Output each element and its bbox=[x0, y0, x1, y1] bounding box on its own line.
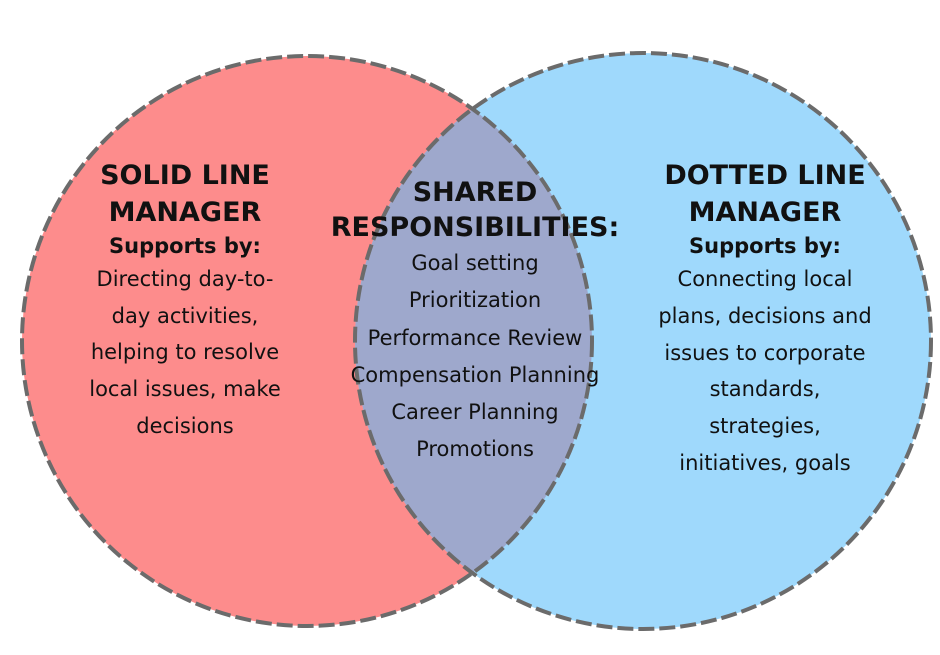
solid-line-text: decisions bbox=[136, 413, 234, 438]
dotted-line-text: standards, bbox=[709, 377, 821, 402]
overlap-region bbox=[355, 56, 592, 626]
shared-title-2: RESPONSIBILITIES: bbox=[330, 212, 620, 243]
solid-line-text: helping to resolve bbox=[90, 340, 280, 365]
solid-line-text: Directing day-to- bbox=[96, 267, 274, 291]
dotted-line-title-1: DOTTED LINE bbox=[664, 160, 866, 191]
dotted-line-supports-label: Supports by: bbox=[689, 234, 841, 258]
shared-item: Career Planning bbox=[391, 400, 559, 425]
dotted-line-text: issues to corporate bbox=[664, 340, 866, 365]
right-circle-outline bbox=[353, 51, 933, 631]
shared-responsibilities-block: SHARED RESPONSIBILITIES: Goal setting Pr… bbox=[310, 175, 640, 469]
dotted-line-title-2: MANAGER bbox=[688, 197, 842, 228]
shared-title-1: SHARED bbox=[412, 177, 538, 208]
shared-item: Compensation Planning bbox=[350, 362, 600, 387]
solid-line-text: local issues, make bbox=[89, 377, 281, 402]
shared-item: Promotions bbox=[416, 437, 534, 462]
dotted-line-text: Connecting local bbox=[677, 267, 853, 291]
shared-item: Prioritization bbox=[408, 288, 542, 313]
dotted-line-text: plans, decisions and bbox=[658, 303, 872, 328]
shared-item: Performance Review bbox=[367, 325, 583, 350]
solid-line-supports-label: Supports by: bbox=[109, 234, 261, 258]
solid-line-title-1: SOLID LINE bbox=[100, 160, 270, 191]
dotted-line-text: strategies, bbox=[709, 414, 821, 439]
solid-line-text: day activities, bbox=[111, 303, 259, 328]
solid-line-title-2: MANAGER bbox=[108, 197, 262, 228]
dotted-line-manager-block: DOTTED LINE MANAGER Supports by: Connect… bbox=[640, 157, 890, 482]
left-circle-outline bbox=[20, 54, 594, 628]
dotted-line-text: initiatives, goals bbox=[679, 450, 851, 475]
solid-line-manager-block: SOLID LINE MANAGER Supports by: Directin… bbox=[60, 157, 310, 445]
shared-item: Goal setting bbox=[411, 251, 539, 275]
